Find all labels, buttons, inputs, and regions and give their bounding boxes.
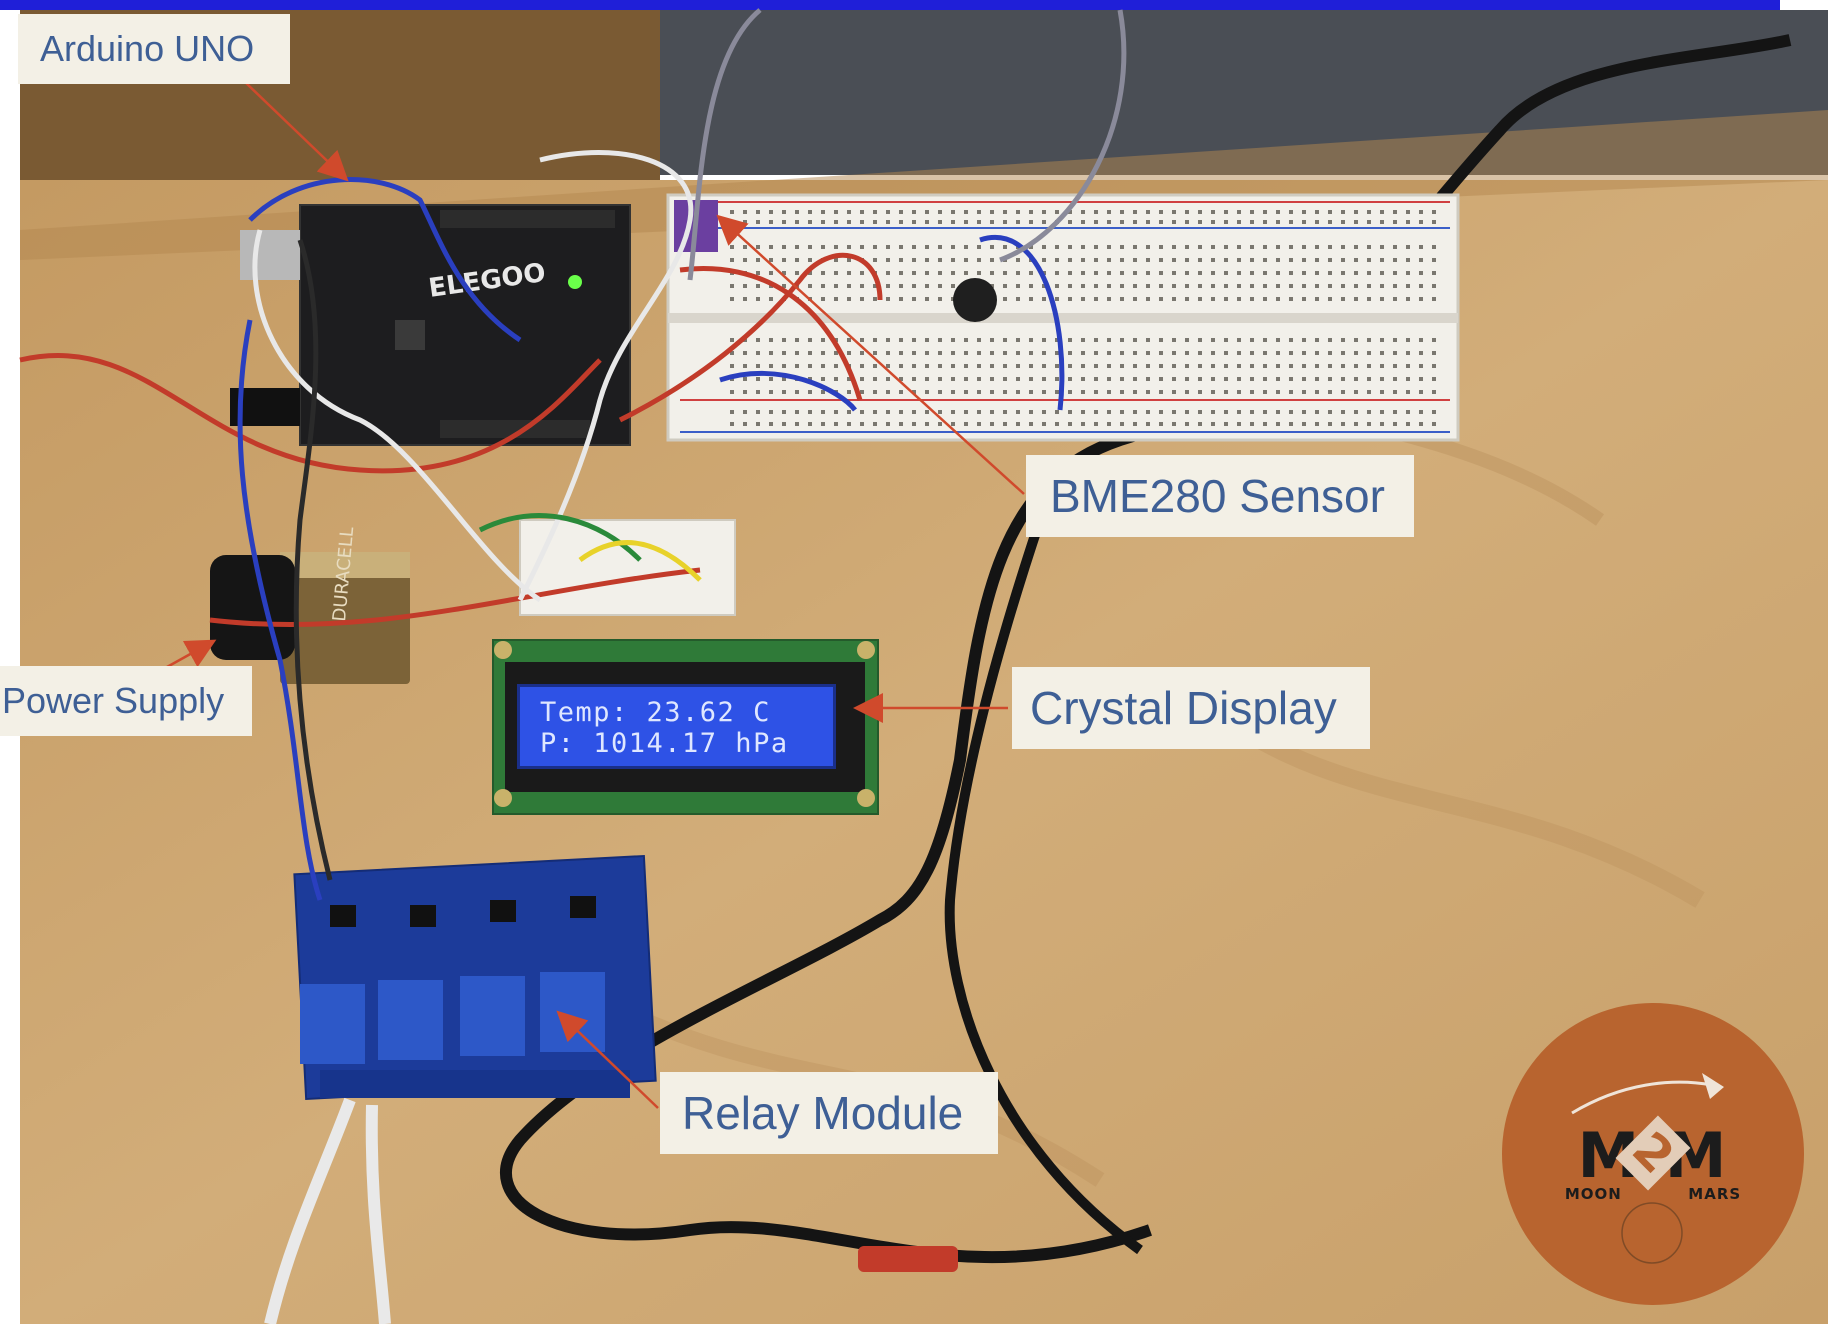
- arduino-board: ELEGOO: [230, 204, 631, 446]
- arduino-uno-label: Arduino UNO: [18, 14, 290, 84]
- bme280-sensor-label: BME280 Sensor: [1026, 455, 1414, 537]
- logo-word-moon: MOON: [1564, 1185, 1622, 1203]
- top-blue-bar: [0, 0, 1780, 10]
- moon2mars-logo: M M 2 MOON MARS: [1502, 1003, 1804, 1305]
- power-cable: [500, 34, 1792, 1264]
- logo-subtitle: MOON MARS: [1502, 1185, 1804, 1203]
- relay-module-label: Relay Module: [660, 1072, 998, 1154]
- crystal-display-label: Crystal Display: [1012, 667, 1370, 749]
- lcd-screen: Temp: 23.62 C P: 1014.17 hPa: [517, 684, 836, 769]
- mini-breadboard: [519, 519, 736, 616]
- potentiometer: [953, 278, 997, 322]
- lcd-line-1: Temp: 23.62 C: [540, 697, 771, 728]
- jumper-wires: [19, 8, 1127, 901]
- power-supply-label: Power Supply: [0, 666, 252, 736]
- heat-shrink: [858, 1246, 958, 1272]
- lcd-line-2: P: 1014.17 hPa: [540, 728, 789, 759]
- logo-word-mars: MARS: [1688, 1185, 1742, 1203]
- logo-orbit-icon: [1571, 1073, 1724, 1264]
- relay-board: [293, 854, 657, 1101]
